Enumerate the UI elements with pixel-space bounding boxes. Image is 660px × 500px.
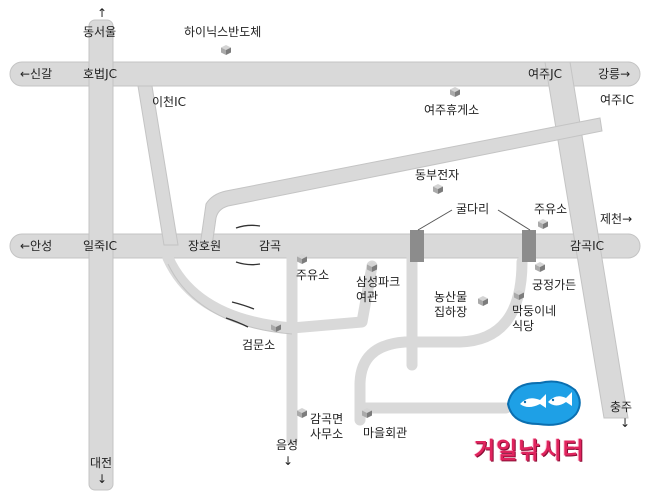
road-right-vertical [544,61,629,419]
road-left-vertical [88,19,114,491]
guldari-pointer-left [417,209,453,231]
road-icheon [137,85,179,246]
label-samsung-park: 삼성파크 여관 [356,275,401,304]
label-anseong: ←안성 [20,239,53,253]
marker-gas-station-top [538,219,548,229]
marker-makdong [514,290,524,300]
label-nongsan: 농산물 집하장 [434,290,468,319]
arrow-down-daejeon: ↓ [97,472,108,486]
label-gungjeong: 궁정가든 [532,278,577,292]
marker-dongbu [433,184,443,194]
road-maeul-loop [354,256,528,426]
marker-hynix [221,45,231,55]
marker-gamgok-office [297,408,307,418]
local-roads [162,252,528,446]
underpass-right [522,230,536,262]
label-hobeop-jc: 호법JC [83,67,117,81]
road-diagonal [199,117,603,247]
arrow-down-eumseong: ↓ [283,454,294,468]
label-iljuk-ic: 일죽IC [83,239,117,253]
brand-name: 거일낚시터 [474,438,585,464]
guldari-pointer-right [497,209,531,231]
label-singal: ←신갈 [20,67,53,81]
marker-nongsan [478,296,488,306]
local-roads-edge [167,263,293,335]
roads [9,19,641,491]
label-gamgok-ic: 감곡IC [570,239,604,253]
label-maeul-hall: 마을회관 [363,426,408,440]
label-jecheon: 제천→ [600,212,633,226]
marker-yeoju-rest [450,87,460,97]
marker-gas-station-mid [297,254,307,264]
label-dongbu: 동부전자 [415,168,460,182]
arrow-up-dongseoul: ↑ [97,6,108,20]
label-dongseoul: 동서울 [83,25,117,39]
label-yeoju-ic: 여주IC [600,93,634,107]
label-geommunso: 검문소 [242,338,276,352]
label-yeoju-jc: 여주JC [528,67,562,81]
label-gas-station-top: 주유소 [534,202,568,216]
fish-logo [506,380,581,426]
road-top-highway [9,61,641,87]
marker-samsung-park [367,262,377,272]
label-guldari: 굴다리 [456,202,490,216]
label-eumseong: 음성 [276,438,299,452]
arrow-down-chungju: ↓ [620,416,631,430]
label-gamgok: 감곡 [259,239,282,253]
marker-geommunso [271,322,281,332]
label-makdong: 막둥이네 식당 [512,304,557,333]
bridge-brackets [225,224,261,328]
label-gamgok-office: 감곡면 사무소 [310,412,344,441]
label-gas-station-mid: 주유소 [296,268,330,282]
marker-maeul-hall [362,408,372,418]
label-daejeon: 대전 [90,456,113,470]
label-gangneung: 강릉→ [598,67,631,81]
label-janghowon: 장호원 [188,239,222,253]
label-chungju: 충주 [610,400,633,414]
label-hynix: 하이닉스반도체 [184,25,262,39]
road-janghowon-curve [162,252,378,334]
label-icheon-ic: 이천IC [152,95,186,109]
label-yeoju-rest: 여주휴게소 [424,103,480,117]
underpass-left [410,230,424,262]
marker-gungjeong [535,262,545,272]
